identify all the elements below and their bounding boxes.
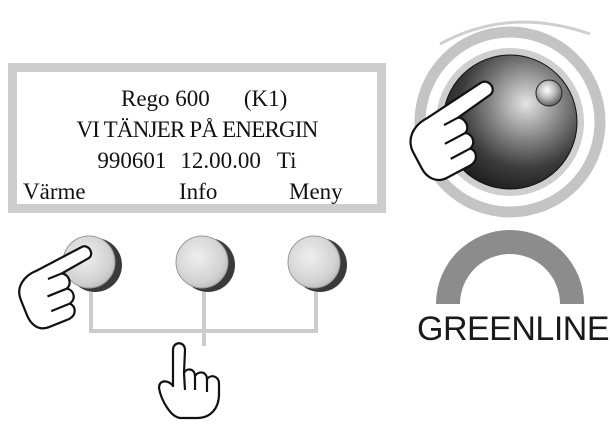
softkey-button-2[interactable] [175,235,235,292]
lcd-line-datetime: 990601 12.00.00 Ti [17,148,377,174]
lcd-line-slogan: VI TÄNJER PÅ ENERGIN [76,117,318,142]
softkey-button-3[interactable] [287,235,347,292]
softkey-label-varme: Värme [23,179,86,204]
softkey-label-meny: Meny [289,179,343,204]
display-time: 12.00.00 [180,148,261,173]
button-connector-lines [89,292,318,346]
display-weekday: Ti [276,148,297,173]
lcd-line-model: Rego 600 (K1) [121,86,481,112]
circuit-tag: (K1) [243,86,288,111]
model-name: Rego 600 [121,86,210,111]
lcd-display: Rego 600 (K1) VI TÄNJER PÅ ENERGIN 990601… [8,63,386,213]
greenline-arch-logo [436,230,584,304]
hand-pointing-icon [18,245,93,330]
hand-pointing-up-icon [157,342,221,420]
hand-pointing-icon [409,80,494,182]
brand-name: GREENLINE [417,310,610,348]
display-date: 990601 [97,148,167,173]
softkey-label-info: Info [179,179,218,204]
knob-dimple [535,79,563,107]
rotation-indicator-arc [439,20,591,46]
